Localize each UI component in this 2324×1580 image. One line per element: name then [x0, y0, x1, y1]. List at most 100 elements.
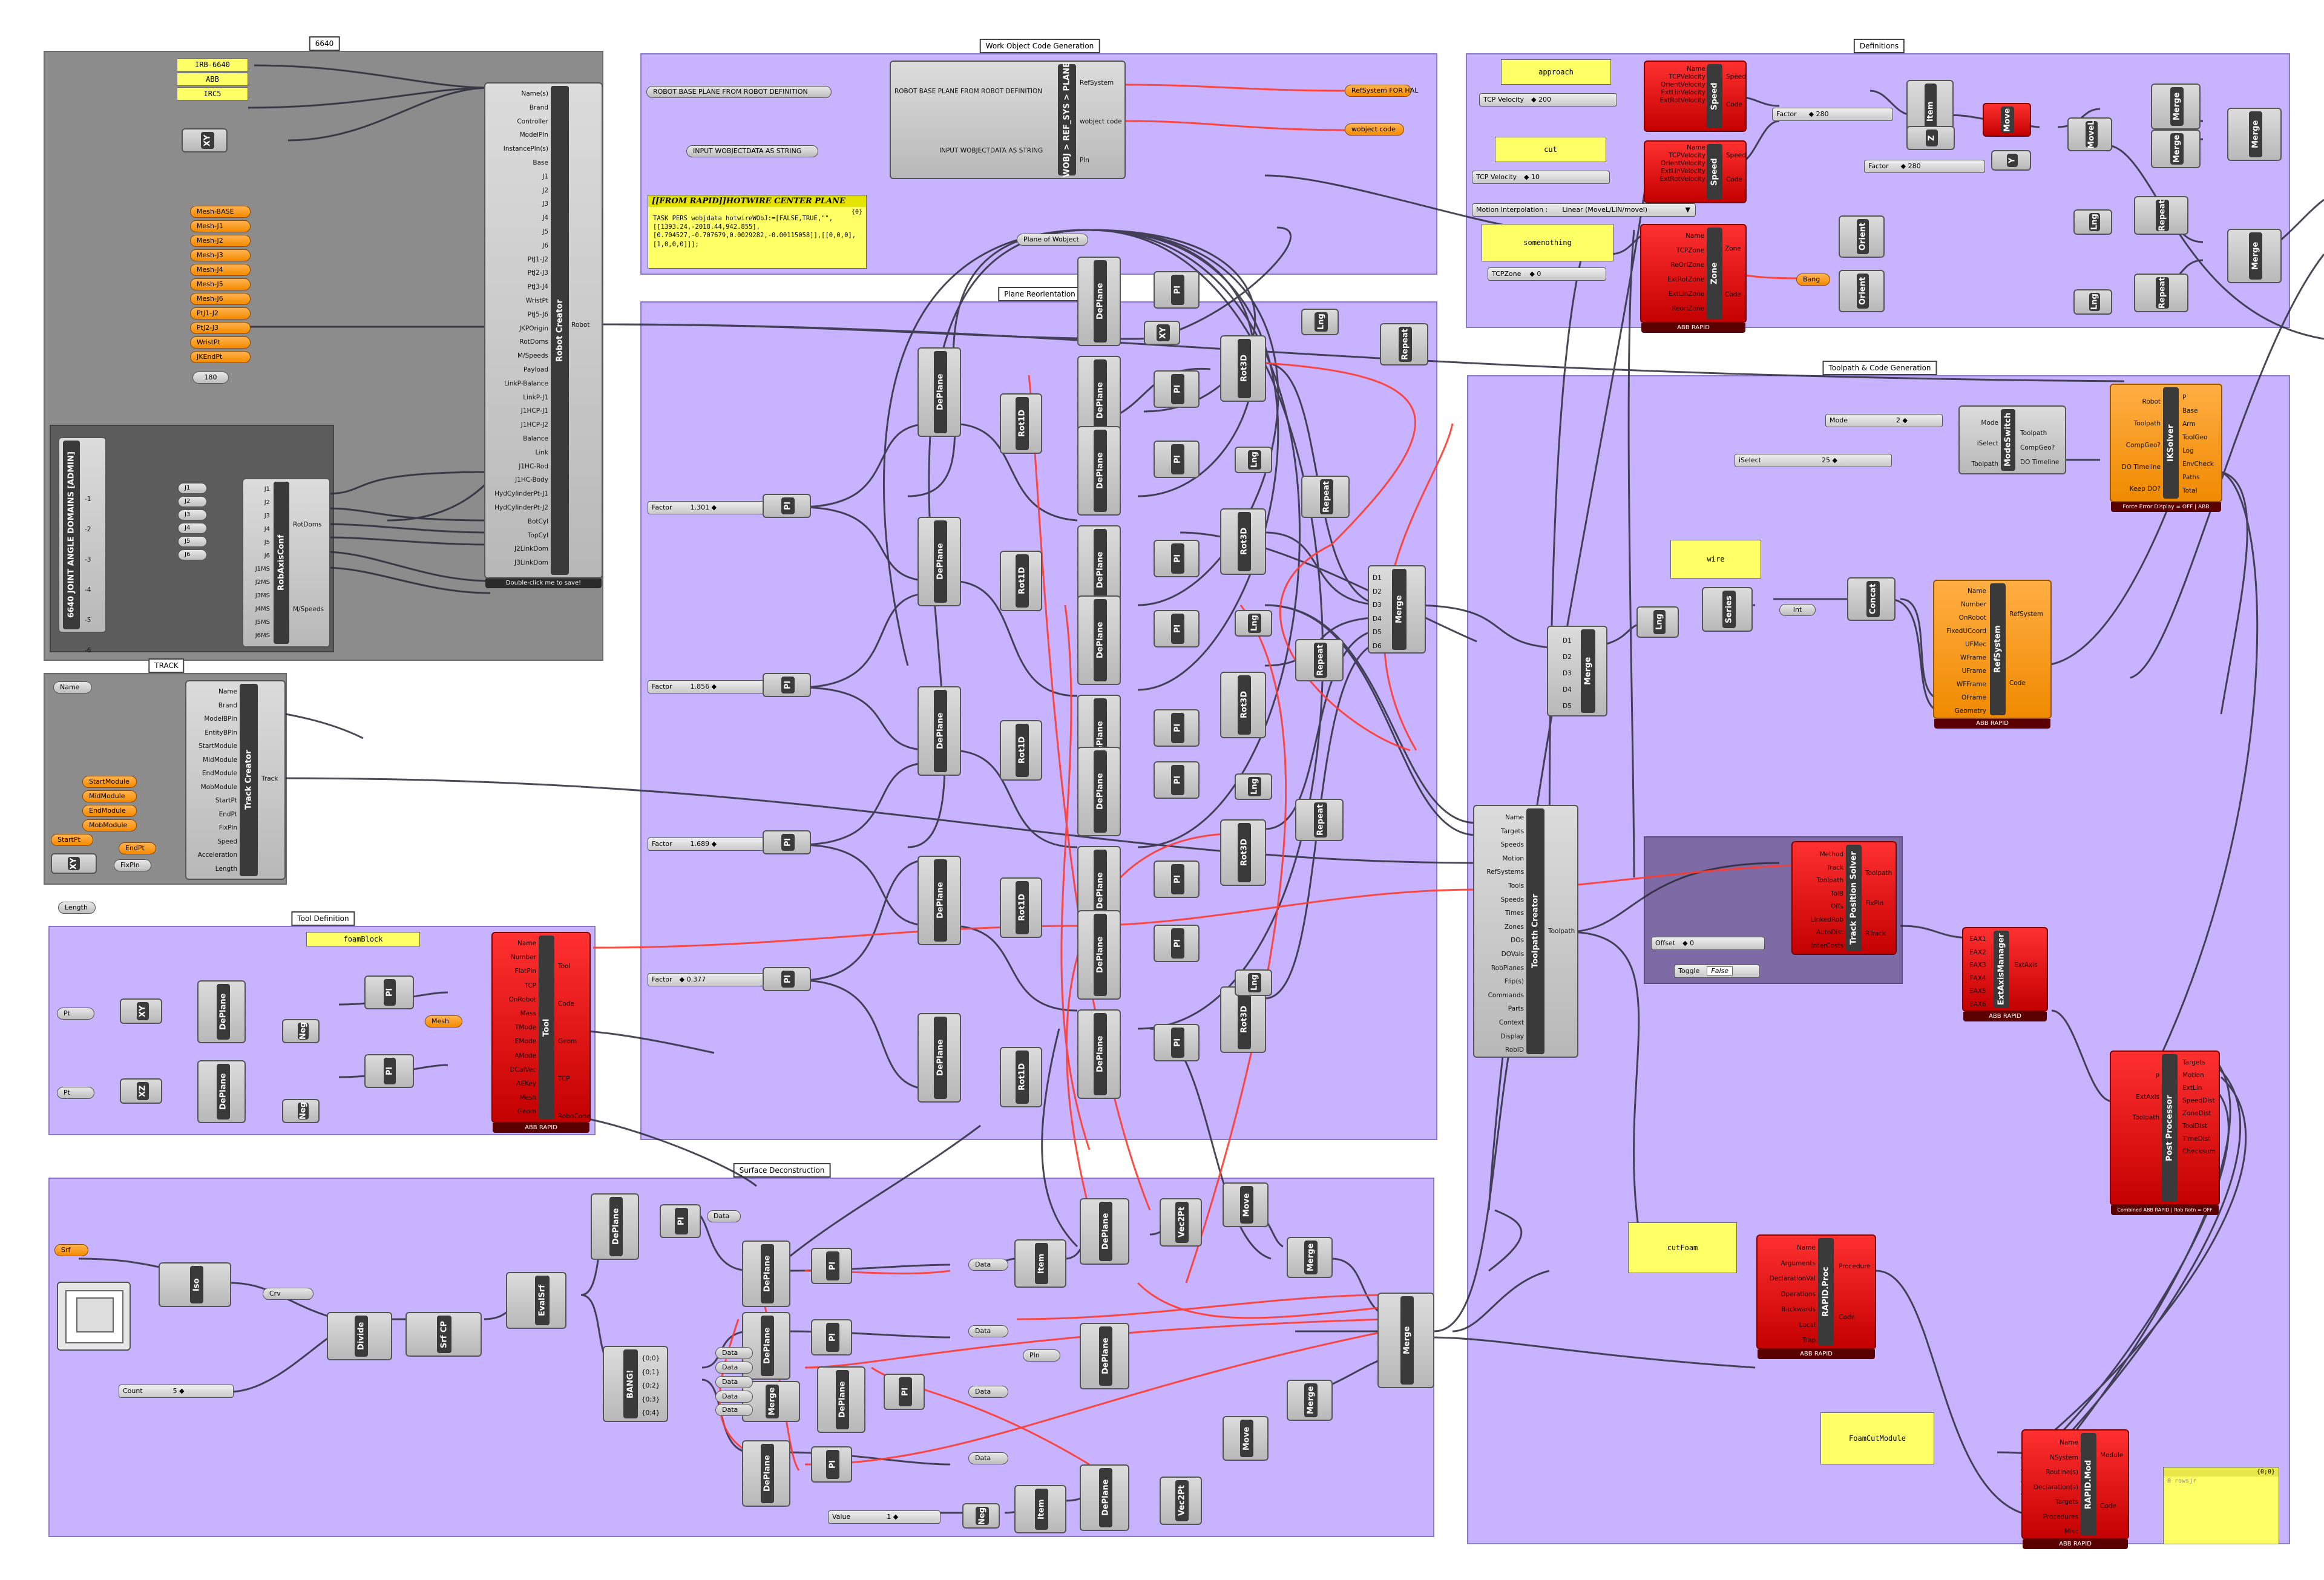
wobj-input-base[interactable]: ROBOT BASE PLANE FROM ROBOT DEFINITION [894, 88, 1043, 95]
pl-component[interactable]: Pl [660, 1204, 701, 1238]
merge-component[interactable]: Merge [1287, 1380, 1333, 1421]
pl-component[interactable]: Pl [1154, 761, 1200, 799]
wristpt-param[interactable]: WristPt [190, 336, 251, 349]
relay-param[interactable]: J5 [178, 536, 207, 547]
wobj-out-pln[interactable]: Pln [1080, 157, 1089, 164]
deplane-component[interactable]: DePlane [1077, 595, 1121, 685]
neg-component-tool-1[interactable]: Neg [282, 1019, 320, 1043]
zone-output[interactable]: Zone [1725, 245, 1741, 252]
data-param[interactable]: Data [715, 1347, 753, 1359]
mesh-j5-param[interactable]: Mesh-J5 [190, 278, 251, 290]
data-param[interactable]: Data [968, 1452, 1008, 1464]
int-param[interactable]: Int [1779, 604, 1816, 616]
speed-code-output[interactable]: Code [1726, 176, 1742, 183]
repeat-component[interactable]: Repeat [1295, 799, 1344, 841]
repeat-component[interactable]: Repeat [1301, 476, 1350, 518]
repeat-component[interactable]: Repeat [1295, 639, 1344, 681]
lng-component[interactable]: Lng [1235, 773, 1272, 800]
tcp-velocity-slider-1[interactable]: TCP Velocity◆ 200 [1479, 93, 1617, 107]
motion-interpolation-dropdown[interactable]: Motion Interpolation :Linear (MoveL/LIN/… [1472, 203, 1696, 217]
refsystem-for-hal-param[interactable]: RefSystem FOR HAL [1345, 85, 1418, 97]
merge-component[interactable]: Merge [1377, 1293, 1434, 1388]
joint-domains-component[interactable]: 6640 JOINT ANGLE DOMAINS [ADMIN] -1-2-3-… [58, 437, 107, 654]
deplane-component[interactable]: DePlane [591, 1193, 639, 1260]
merge-component-def-3[interactable]: Merge [2227, 108, 2282, 161]
xz-component-tool[interactable]: XZ [120, 1078, 162, 1104]
deplane-component[interactable]: DePlane [917, 347, 961, 437]
pl-component[interactable]: Pl [1154, 610, 1200, 647]
jkendpt-param[interactable]: JKEndPt [190, 351, 251, 363]
deplane-component[interactable]: DePlane [1080, 1323, 1129, 1389]
neg-component[interactable]: Neg [962, 1503, 1000, 1529]
vec2pt-component[interactable]: Vec2Pt [1160, 1198, 1202, 1247]
pl-component[interactable]: Pl [763, 967, 811, 991]
mesh-param-tool[interactable]: Mesh [425, 1015, 462, 1028]
deplane-component[interactable]: DePlane [1080, 1464, 1129, 1531]
wobjectdata-string-param[interactable]: INPUT WOBJECTDATA AS STRING [686, 145, 818, 157]
data-param[interactable]: Data [715, 1404, 753, 1416]
track-output[interactable]: Track [261, 775, 278, 782]
data-param[interactable]: Data [968, 1259, 1008, 1271]
lng-component-tp[interactable]: Lng [1636, 606, 1679, 638]
xy-component-tool[interactable]: XY [120, 998, 162, 1024]
deplane-component[interactable]: DePlane [1077, 1009, 1121, 1099]
relay-param[interactable]: J6 [178, 549, 207, 560]
merge-component[interactable]: Merge [742, 1381, 800, 1422]
data-param[interactable]: Data [707, 1210, 741, 1222]
deplane-component[interactable]: DePlane [742, 1241, 790, 1307]
deplane-component-tool-2[interactable]: DePlane [197, 1060, 246, 1123]
deplane-component[interactable]: DePlane [1077, 257, 1121, 346]
mesh-base-param[interactable]: Mesh-BASE [190, 206, 251, 218]
pl-component[interactable]: Pl [1154, 271, 1200, 309]
deplane-component[interactable]: DePlane [917, 856, 961, 945]
deplane-component[interactable]: DePlane [817, 1366, 865, 1433]
merge-component[interactable]: Merge [1287, 1237, 1333, 1278]
mspeeds-output[interactable]: M/Speeds [293, 606, 324, 613]
lng-component[interactable]: Lng [1235, 610, 1272, 637]
wobj-out-code[interactable]: wobject code [1080, 118, 1122, 125]
item-component[interactable]: Item [1014, 1485, 1066, 1533]
mesh-j4-param[interactable]: Mesh-J4 [190, 264, 251, 276]
wobj-out-refsystem[interactable]: RefSystem [1080, 79, 1114, 87]
module-output[interactable]: Module [2100, 1452, 2124, 1459]
panel-irc5[interactable]: IRC5 [177, 87, 248, 100]
pl-component[interactable]: Pl [1154, 540, 1200, 577]
xy-plane-component[interactable]: XY [182, 128, 228, 152]
lng-component-def-1[interactable]: Lng [2073, 209, 2112, 235]
pl-component[interactable]: Pl [763, 673, 811, 697]
joint-domain-outputs[interactable]: -1-2-3-4-5-6 [85, 484, 91, 666]
rot3d-component[interactable]: Rot3D [1220, 508, 1266, 575]
concat-component-tp[interactable]: Concat [1847, 577, 1896, 621]
y-component-def[interactable]: Y [1991, 150, 2031, 171]
item-component[interactable]: Item [1014, 1239, 1066, 1288]
rot1d-component[interactable]: Rot1D [1000, 877, 1042, 938]
mobmodule-param[interactable]: MobModule [82, 819, 137, 831]
cutfoam-panel[interactable]: cutFoam [1628, 1222, 1737, 1273]
pl-component[interactable]: Pl [1154, 709, 1200, 747]
endpt-param[interactable]: EndPt [119, 842, 156, 854]
factor-slider-4[interactable]: Factor◆ 0.377 [648, 973, 769, 986]
srf-param[interactable]: Srf [54, 1244, 88, 1256]
bang-outputs[interactable]: {0;0}{0;1}{0;2}{0;3}{0;4} [642, 1355, 660, 1417]
